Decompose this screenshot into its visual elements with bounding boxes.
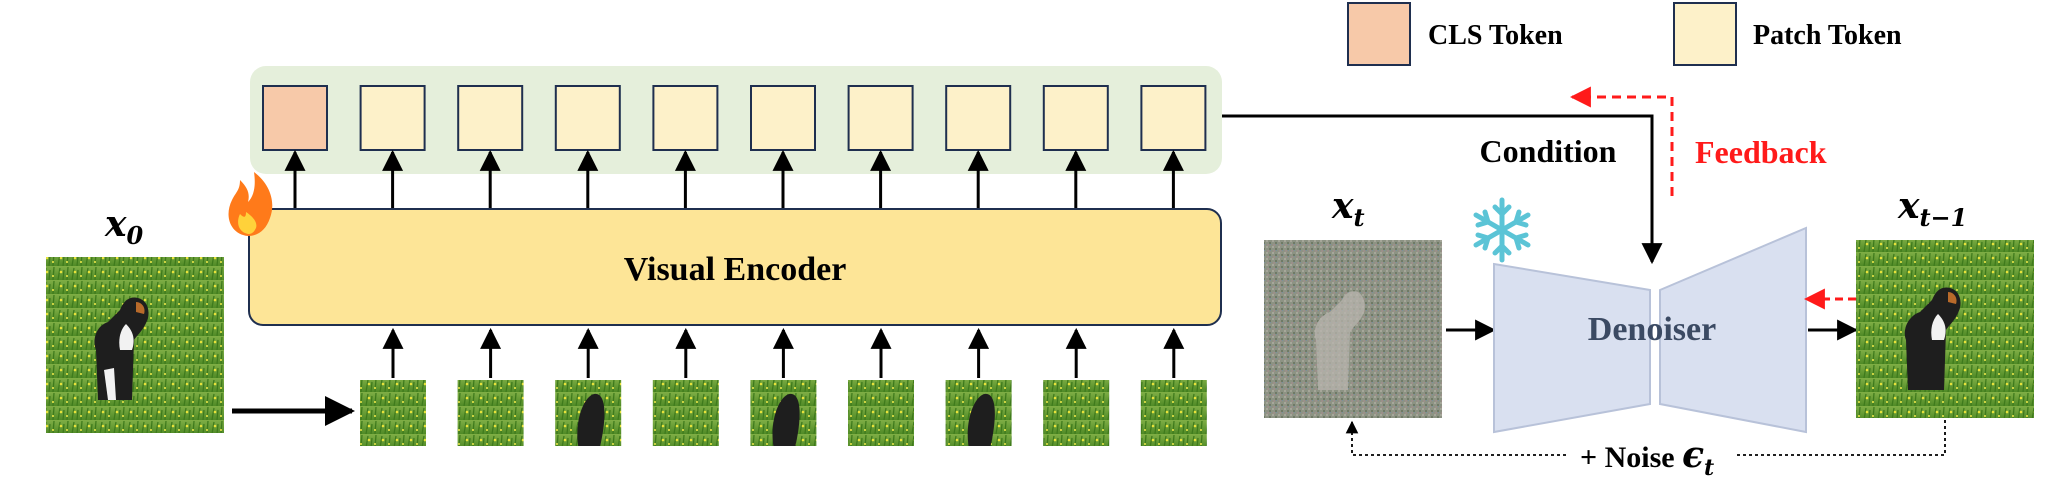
denoiser-encoder-half — [1494, 264, 1650, 432]
patch-token — [653, 86, 717, 150]
xt-label: xt — [1331, 185, 1365, 232]
legend: CLS Token Patch Token — [1348, 3, 1902, 65]
patch-token — [1141, 86, 1205, 150]
noise-label: + Noise ϵt — [1580, 434, 1714, 481]
snowflake-icon — [1476, 200, 1528, 260]
patch-token — [751, 86, 815, 150]
image-patch — [848, 380, 914, 446]
legend-patch-label: Patch Token — [1753, 20, 1902, 51]
legend-cls-label: CLS Token — [1428, 20, 1563, 51]
cls-token — [263, 86, 327, 150]
feedback-label: Feedback — [1695, 134, 1827, 170]
x0-image — [46, 257, 224, 433]
legend-cls-swatch — [1348, 3, 1410, 65]
visual-encoder-label: Visual Encoder — [624, 251, 847, 288]
patch-group — [360, 330, 1207, 446]
image-patch — [458, 380, 524, 446]
patch-token — [1044, 86, 1108, 150]
image-patch — [1043, 380, 1109, 446]
condition-label: Condition — [1480, 133, 1617, 169]
patch-token — [849, 86, 913, 150]
patch-token — [458, 86, 522, 150]
image-patch — [653, 380, 719, 446]
image-patch — [1141, 380, 1207, 446]
xt-image — [1264, 240, 1442, 418]
patch-token — [361, 86, 425, 150]
denoiser: Denoiser — [1494, 228, 1806, 432]
xt1-image — [1856, 240, 2034, 418]
legend-patch-swatch — [1674, 3, 1736, 65]
xt1-label: xt−1 — [1897, 185, 1967, 232]
denoiser-label: Denoiser — [1588, 311, 1716, 348]
fire-icon — [229, 172, 273, 236]
patch-token — [946, 86, 1010, 150]
x0-label: x0 — [104, 203, 143, 250]
image-patch — [360, 380, 426, 446]
patch-token — [556, 86, 620, 150]
